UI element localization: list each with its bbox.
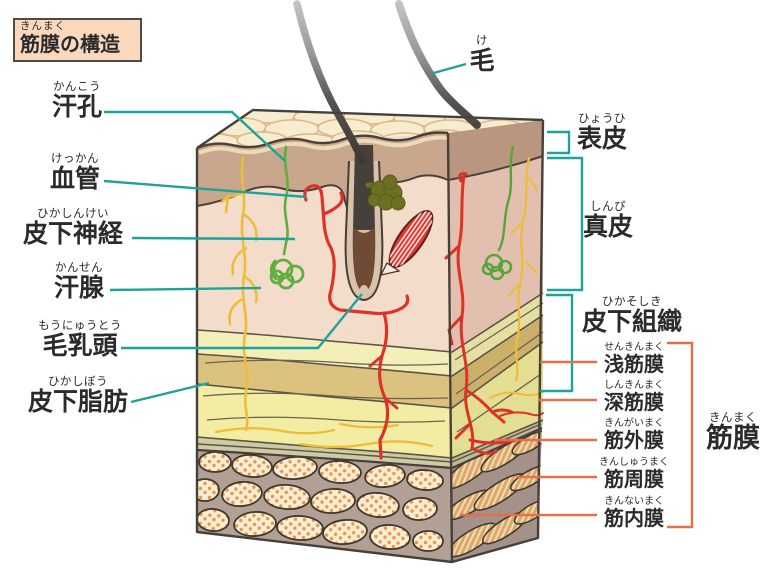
page-title: 筋膜の構造 xyxy=(20,32,120,56)
layer-brackets-teal xyxy=(540,130,584,393)
label-blood-vessel: けっかん血管 xyxy=(49,151,101,193)
bracket-hikasoshiki xyxy=(540,293,574,393)
layer-boundaries xyxy=(196,292,544,470)
pointer-monyuto xyxy=(121,293,363,350)
label-subcutaneous-fat: ひかしぼう皮下脂肪 xyxy=(27,374,129,416)
pointer-kekkan xyxy=(103,179,308,199)
pointer-hikashinkei xyxy=(131,236,296,241)
pointer-lines-orange xyxy=(460,341,694,529)
hair-follicle xyxy=(344,145,384,302)
label-sweat-gland: かんせん汗腺 xyxy=(53,260,105,302)
pointer-kanko xyxy=(104,110,286,162)
label-hair: け毛 xyxy=(469,33,495,75)
sweat-gland-right xyxy=(481,145,515,281)
arrector-pili-muscle xyxy=(379,209,436,276)
title-furigana: きんまく xyxy=(20,20,66,32)
label-fascia-group: きんまく筋膜 xyxy=(706,410,760,454)
label-endomysium: きんないまく筋内膜 xyxy=(604,496,664,530)
label-sweat-pore: かんこう汗孔 xyxy=(51,79,103,121)
label-subcutaneous-nerve: ひかしんけい皮下神経 xyxy=(22,206,124,248)
pointer-kansen xyxy=(109,286,262,292)
label-superficial-fascia: せんきんまく浅筋膜 xyxy=(604,342,664,376)
label-epimysium: きんがいまく筋外膜 xyxy=(604,418,664,452)
label-subcutaneous-tissue: ひかそしき皮下組織 xyxy=(581,294,683,336)
bracket-shinpi xyxy=(547,156,584,292)
hair-shaft-left xyxy=(293,0,366,164)
label-hair-papilla: もうにゅうとう毛乳頭 xyxy=(38,318,122,360)
hair-shaft-right xyxy=(395,0,481,129)
epidermis-band xyxy=(196,120,544,216)
sweat-gland-left xyxy=(269,145,305,290)
hairs xyxy=(293,0,481,164)
muscle-fascicles-front xyxy=(197,451,444,552)
bracket-hyouhi xyxy=(547,130,571,155)
label-perimysium: きんしゅうまく筋周膜 xyxy=(599,457,669,491)
label-dermis: しんぴ真皮 xyxy=(582,199,634,241)
subcutaneous-nerves xyxy=(214,156,544,449)
pointer-lines-teal xyxy=(103,62,467,404)
label-epidermis: ひょうひ表皮 xyxy=(576,111,628,153)
block-outline xyxy=(195,108,545,564)
pointer-ke xyxy=(429,62,467,76)
bracket-kinmaku xyxy=(667,341,694,529)
title-box: きんまく 筋膜の構造 xyxy=(13,18,142,62)
fat-khaki-front xyxy=(197,354,452,408)
hair-bulb xyxy=(352,226,376,292)
pointer-hikashibo xyxy=(130,381,210,404)
label-deep-fascia: しんきんまく深筋膜 xyxy=(604,380,664,414)
sebaceous-gland xyxy=(364,174,406,211)
